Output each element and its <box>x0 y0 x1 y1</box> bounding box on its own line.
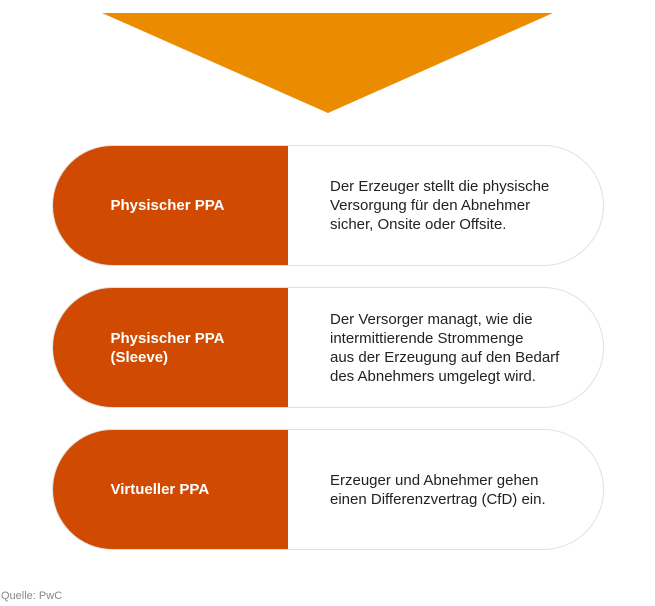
source-note: Quelle: PwC <box>1 590 63 602</box>
ppa-description-box: Erzeuger und Abnehmer gehen einen Differ… <box>288 430 603 549</box>
ppa-type-label: Physischer PPA (Sleeve) <box>110 329 225 366</box>
ppa-card-sleeve: Physischer PPA (Sleeve) Der Versorger ma… <box>52 287 604 408</box>
ppa-description: Der Versorger managt, wie die intermitti… <box>330 310 560 385</box>
ppa-type-label: Physischer PPA <box>110 197 225 214</box>
ppa-description-box: Der Erzeuger stellt die physische Versor… <box>288 146 603 265</box>
ppa-description: Der Erzeuger stellt die physische Versor… <box>330 178 550 233</box>
ppa-description: Erzeuger und Abnehmer gehen einen Differ… <box>330 471 546 508</box>
ppa-type-label-box: Physischer PPA <box>53 146 288 265</box>
ppa-description-box: Der Versorger managt, wie die intermitti… <box>288 288 603 407</box>
ppa-type-label: Virtueller PPA <box>110 481 210 498</box>
ppa-card-virtual: Virtueller PPA Erzeuger und Abnehmer geh… <box>52 429 604 550</box>
ppa-type-label-box: Virtueller PPA <box>53 430 288 549</box>
ppa-card-physical: Physischer PPA Der Erzeuger stellt die p… <box>52 145 604 266</box>
ppa-type-label-box: Physischer PPA (Sleeve) <box>53 288 288 407</box>
down-arrow-icon <box>102 13 553 113</box>
